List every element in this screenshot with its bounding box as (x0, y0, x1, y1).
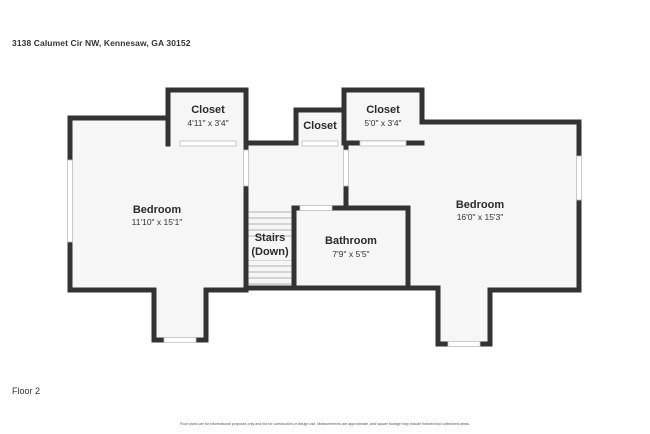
bedroom-left-dim: 11'10" x 15'1" (132, 217, 183, 227)
closet-right-name: Closet (366, 104, 400, 116)
closet-middle-floor (295, 108, 345, 144)
bedroom-right-name: Bedroom (456, 199, 505, 211)
bedroom-right-floor (346, 120, 580, 290)
closet-right-wall (341, 87, 425, 146)
bedroom-left-name: Bedroom (133, 204, 182, 216)
bedroom-right-nook-floor (438, 288, 490, 344)
window-left (67, 159, 73, 243)
closet-middle-door (301, 140, 339, 147)
bathroom-name: Bathroom (325, 235, 377, 247)
bedroom-left-nook-floor (154, 288, 206, 340)
bedroom-left-floor (70, 118, 246, 290)
floor-label: Floor 2 (12, 386, 41, 396)
closet-left-dim: 4'11" x 3'4" (187, 118, 228, 128)
bedroom-left-door (243, 149, 249, 187)
closet-middle-name: Closet (303, 120, 337, 132)
closet-left-name: Closet (191, 104, 225, 116)
closet-right-door (359, 140, 407, 147)
stairs-label: Stairs (255, 232, 286, 244)
closet-left-door (179, 140, 237, 147)
window-right-nook (447, 341, 481, 347)
bathroom-wall (291, 205, 411, 291)
closet-right-dim: 5'0" x 3'4" (364, 118, 401, 128)
bedroom-right-dim: 16'0" x 15'3" (457, 212, 504, 222)
closet-left-floor (168, 88, 246, 144)
bedroom-right-door (343, 149, 349, 187)
bathroom-dim: 7'9" x 5'5" (332, 249, 369, 259)
property-address: 3138 Calumet Cir NW, Kennesaw, GA 30152 (12, 38, 191, 48)
window-left-nook (163, 337, 197, 343)
bedroom-left-wall (67, 115, 249, 343)
disclaimer: Floor plans are for informational purpos… (180, 422, 470, 426)
bedroom-right-wall (243, 119, 582, 347)
stairs-label-bg (249, 238, 291, 260)
openings (67, 140, 582, 347)
window-right (576, 155, 582, 201)
closet-left-wall (165, 87, 249, 147)
bathroom-door (299, 205, 333, 211)
stairs-direction: (Down) (251, 246, 289, 258)
